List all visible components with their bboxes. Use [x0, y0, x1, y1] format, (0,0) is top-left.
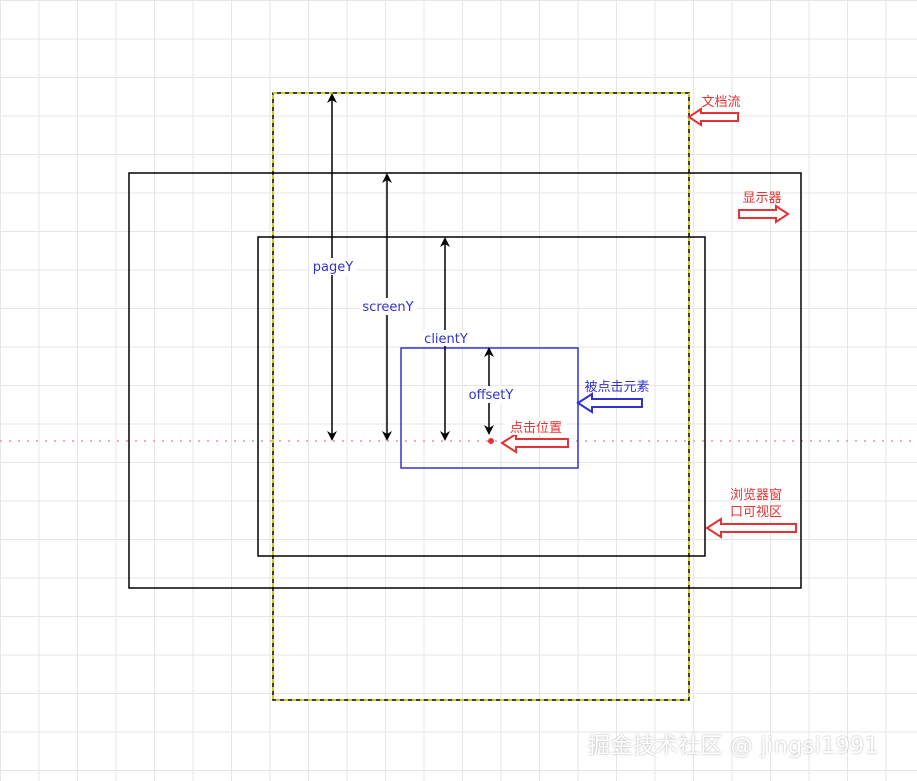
viewport-label-line1: 浏览器窗 [730, 487, 782, 503]
viewport-box [257, 236, 706, 557]
pageY-label: pageY [313, 260, 353, 275]
clicked-element-pointer [576, 392, 643, 414]
clicked-element-label: 被点击元素 [584, 380, 649, 395]
viewport-label-line2: 口可视区 [730, 505, 782, 520]
document-flow-label: 文档流 [701, 95, 740, 110]
click-position-pointer [500, 432, 569, 454]
clientY-label: clientY [424, 332, 468, 347]
offsetY-label: offsetY [469, 388, 514, 403]
monitor-pointer [738, 204, 790, 224]
watermark: 掘金技术社区 @ jingsi1991 [588, 734, 880, 759]
click-position-label: 点击位置 [510, 421, 562, 436]
screenY-label: screenY [362, 300, 413, 315]
click-point [488, 438, 494, 444]
viewport-pointer [705, 517, 797, 539]
monitor-label: 显示器 [742, 191, 781, 206]
monitor-box [128, 172, 802, 589]
document-flow-pointer [687, 107, 739, 127]
